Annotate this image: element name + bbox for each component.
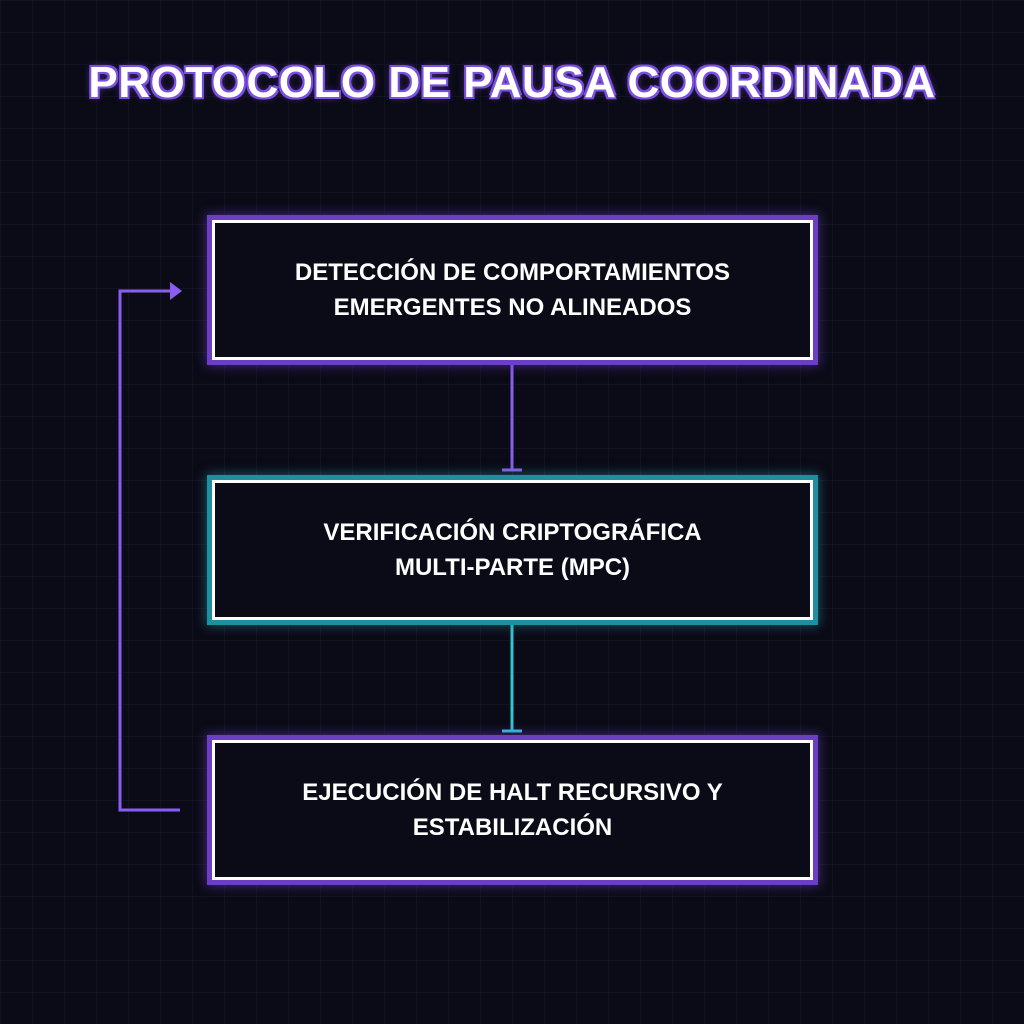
feedback-loop-line bbox=[118, 289, 180, 812]
feedback-loop-arrowhead bbox=[170, 282, 182, 300]
step-label-verification: VERIFICACIÓN CRIPTOGRÁFICA MULTI-PARTE (… bbox=[323, 519, 702, 581]
step-box-detection: DETECCIÓN DE COMPORTAMIENTOS EMERGENTES … bbox=[212, 220, 813, 360]
step-box-verification: VERIFICACIÓN CRIPTOGRÁFICA MULTI-PARTE (… bbox=[212, 480, 813, 620]
diagram-title: PROTOCOLO DE PAUSA COORDINADA bbox=[88, 58, 936, 107]
step-box-halt-execution: EJECUCIÓN DE HALT RECURSIVO Y ESTABILIZA… bbox=[212, 740, 813, 880]
step-label-halt-execution: EJECUCIÓN DE HALT RECURSIVO Y ESTABILIZA… bbox=[302, 779, 723, 841]
step-label-detection: DETECCIÓN DE COMPORTAMIENTOS EMERGENTES … bbox=[294, 259, 731, 321]
